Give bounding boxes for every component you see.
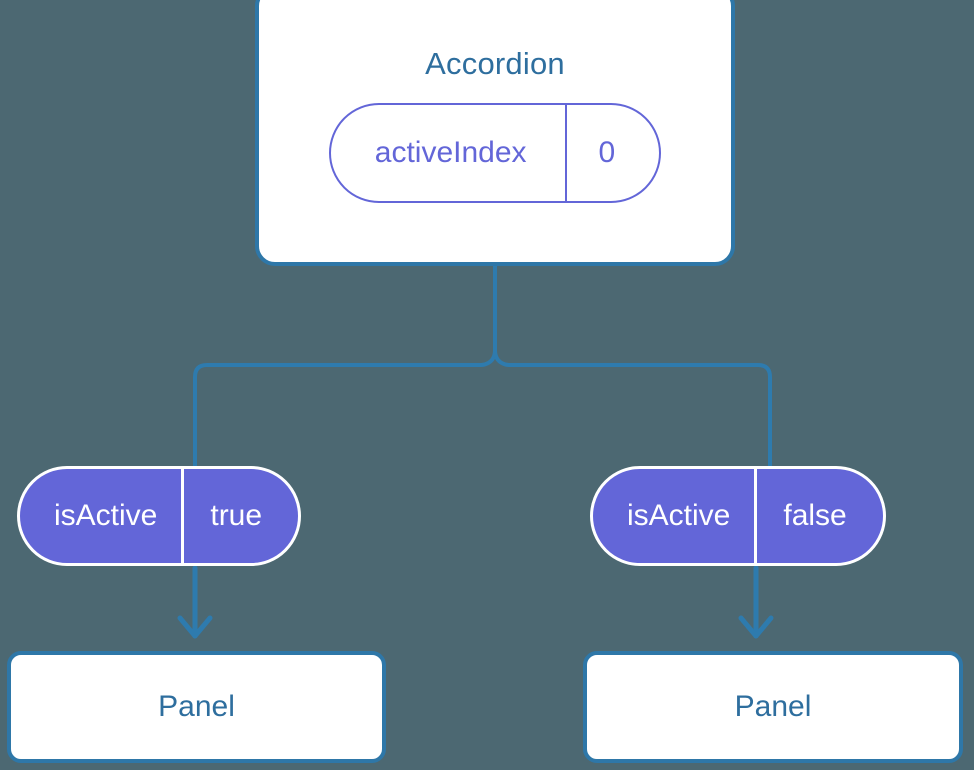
panel-component-node-right[interactable]: Panel (583, 651, 963, 763)
panel-title-left: Panel (158, 690, 235, 723)
arrow-head-left-icon (177, 615, 213, 639)
panel-component-node-left[interactable]: Panel (7, 651, 386, 763)
prop-key-active-index: activeIndex (331, 105, 567, 201)
accordion-title: Accordion (425, 46, 565, 81)
panel-title-right: Panel (734, 690, 812, 723)
connector-branch-left (193, 349, 497, 466)
prop-key-is-active-right: isActive (593, 469, 758, 563)
prop-value-is-active-left: true (210, 499, 263, 532)
arrow-head-right-icon (738, 615, 774, 639)
accordion-component-node[interactable]: Accordion activeIndex 0 (255, 0, 735, 266)
prop-pill-active-index[interactable]: activeIndex 0 (328, 103, 662, 203)
connector-branch-right (493, 349, 772, 466)
prop-value-active-index: 0 (598, 136, 616, 169)
prop-pill-is-active-false[interactable]: isActive false (590, 466, 886, 566)
prop-key-is-active-left: isActive (20, 469, 185, 563)
prop-pill-is-active-true[interactable]: isActive true (17, 466, 302, 566)
prop-value-is-active-right: false (783, 499, 847, 532)
